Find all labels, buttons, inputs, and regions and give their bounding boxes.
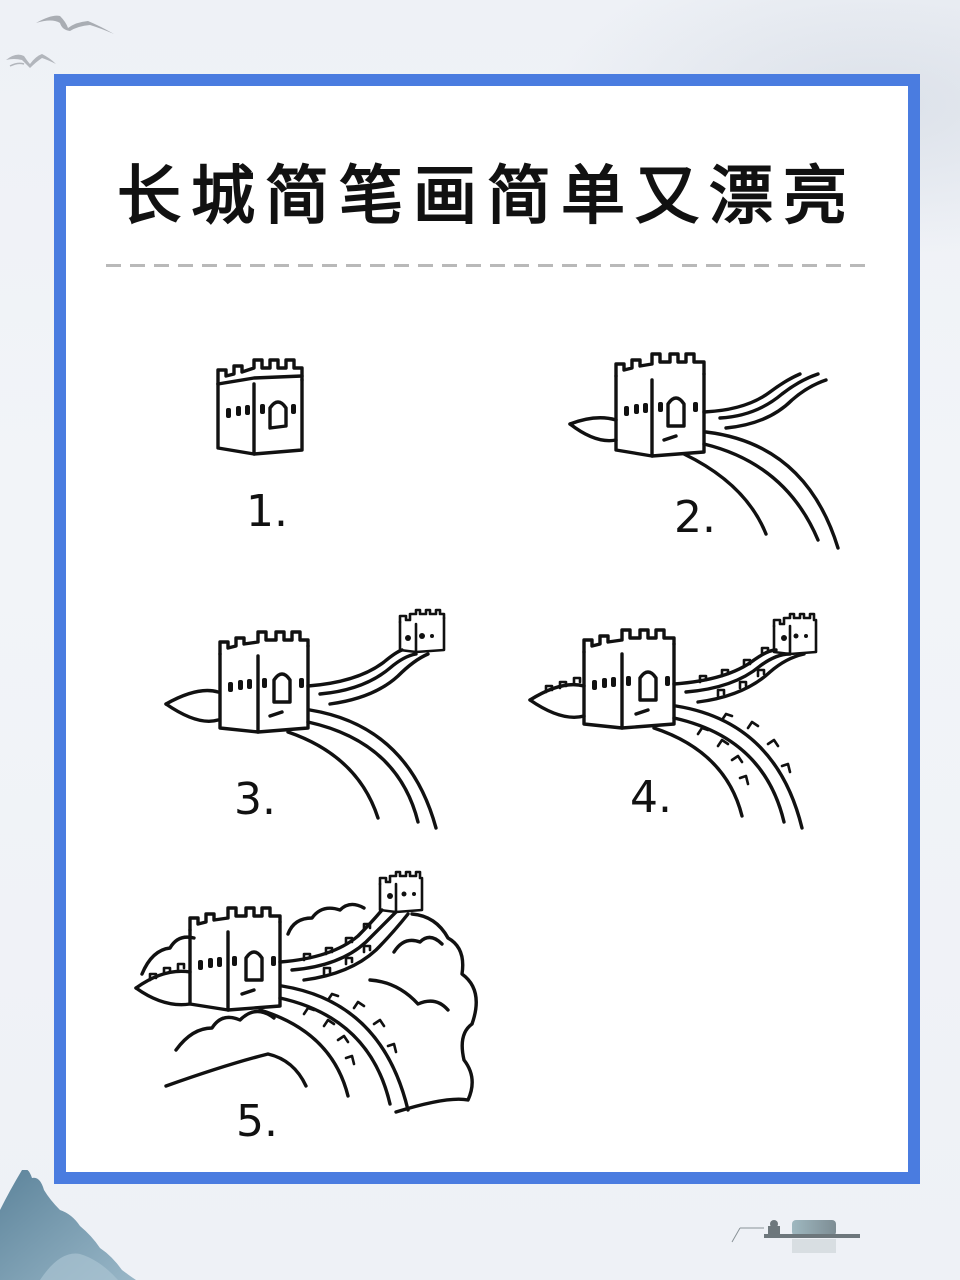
step-2: 2.	[556, 352, 846, 554]
page-title: 长城简笔画简单又漂亮	[117, 160, 857, 234]
step-5: 5.	[118, 864, 498, 1164]
step-number: 1.	[246, 486, 288, 537]
dashed-divider	[106, 264, 868, 267]
step-4: 4.	[522, 596, 852, 836]
watchtower-drawing	[216, 358, 304, 456]
step-number: 4.	[630, 772, 672, 823]
battlements-drawing	[528, 612, 818, 830]
clouds-hills-drawing	[134, 870, 478, 1114]
step-3: 3.	[158, 606, 468, 836]
step-number: 3.	[234, 774, 276, 825]
wall-curve-drawing	[568, 352, 840, 550]
content-frame: 长城简笔画简单又漂亮 1.	[54, 74, 920, 1184]
step-number: 5.	[236, 1096, 278, 1147]
distant-tower-drawing	[164, 608, 446, 830]
step-1: 1.	[204, 354, 314, 537]
fishing-boat-icon	[731, 1220, 860, 1253]
seagulls-icon	[6, 15, 114, 68]
ink-mountain-icon	[0, 1170, 136, 1280]
step-number: 2.	[674, 492, 716, 543]
